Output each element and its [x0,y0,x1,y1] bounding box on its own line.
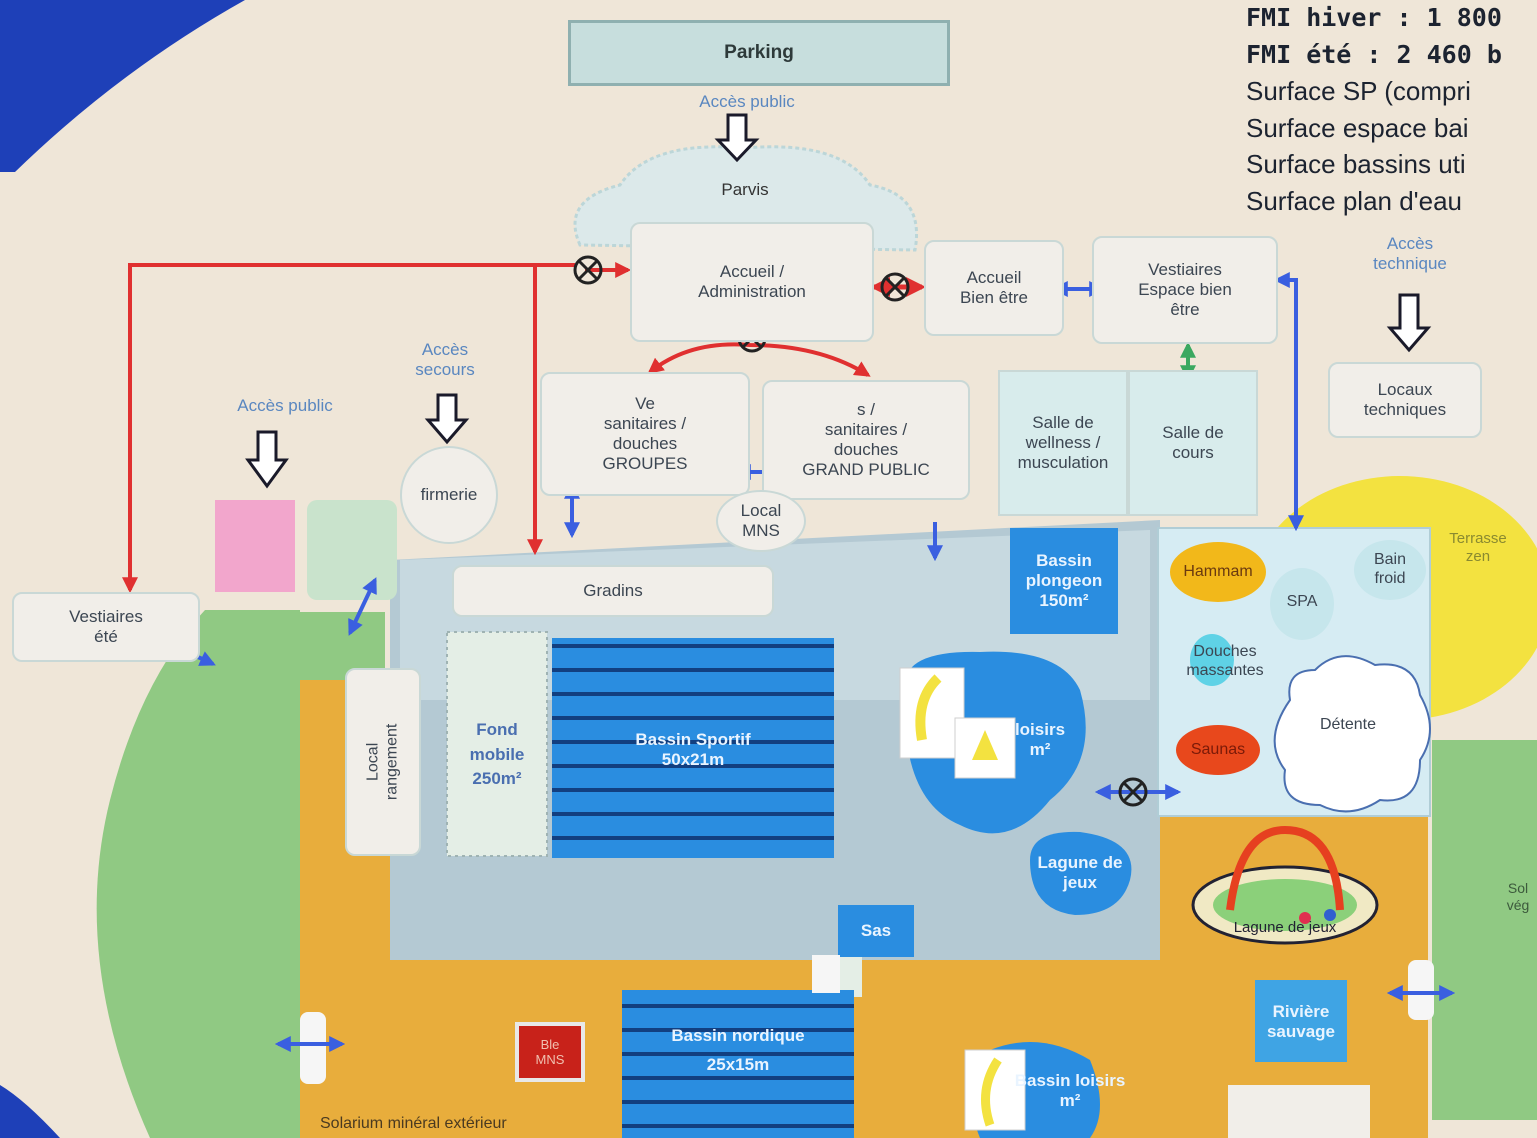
slide-icon-ext [964,1049,1026,1131]
infirmerie: firmerie [400,446,498,544]
vestiaires-espace-bien-etre: Vestiaires Espace bien être [1092,236,1278,344]
fond-mobile-label: Fond mobile 250m² [469,720,525,789]
lawn-area [96,610,301,1138]
acces-public-left: Accès public [237,396,333,415]
fond-mobile-zone [446,631,548,857]
sas-shape [838,905,914,957]
saunas-label: Saunas [1190,740,1246,758]
gradins: Gradins [452,565,774,617]
spa-shape [1270,568,1334,640]
vestiaires-ete: Vestiaires été [12,592,200,662]
solarium-label: Solarium minéral extérieur [320,1115,507,1132]
parking-box: Parking [568,20,950,86]
detente-cloud [1273,655,1431,813]
bassin-nordique [622,990,854,1138]
accueil-administration: Accueil / Administration [630,222,874,342]
lawn-right [1432,740,1537,1120]
acces-secours: Accès secours [415,340,475,380]
local-mns: Local MNS [716,490,806,552]
surface-espace: Surface espace bai [1246,112,1469,143]
bassin-loisirs-label: loisirs m² [1014,719,1066,759]
spa-label: SPA [1286,592,1318,610]
bassin-plongeon-label: Bassin plongeon 150m² [1025,550,1103,611]
vestiaires-grand-public: s / sanitaires / douches GRAND PUBLIC [762,380,970,500]
lagune-eaux-label: Lagune de jeux [1233,919,1337,937]
sas-label: Sas [860,920,892,940]
douches-massantes-label: Douches massantes [1186,643,1264,679]
slide-icon [899,667,1016,779]
acces-technique: Accès technique [1373,234,1447,274]
local-rangement: Local rangement [345,668,421,856]
detente-label: Détente [1319,715,1377,733]
saunas-shape [1176,725,1260,775]
lagune-jeux-shape [1030,831,1132,915]
corner-decoration-top [0,0,245,172]
bassin-loisirs-ext-label: Bassin loisirs m² [1014,1070,1126,1110]
locaux-techniques: Locaux techniques [1328,362,1482,438]
bassin-plongeon [1010,528,1118,634]
access-arrow-icon [245,113,1432,489]
hammam-shape [1170,542,1266,602]
lagune-jeux-label: Lagune de jeux [1037,852,1123,892]
bassin-nordique-label: Bassin nordique 25x15m [671,1026,805,1074]
bassin-sportif-label: Bassin Sportif 50x21m [635,729,751,769]
pink-block [215,500,295,592]
fmi-hiver: FMI hiver : 1 800 [1246,3,1502,32]
salle-cours: Salle de cours [1128,370,1258,516]
hammam-label: Hammam [1183,562,1253,580]
rainbow-icon [1226,825,1344,911]
info-panel: FMI hiver : 1 800 FMI été : 2 460 b Surf… [1246,0,1537,219]
sol-veg-label: Sol vég [1506,880,1530,913]
parvis-label: Parvis [721,180,769,199]
red-flow-split [647,342,871,377]
surface-bassins: Surface bassins uti [1246,149,1466,179]
fmi-ete: FMI été : 2 460 b [1246,39,1502,69]
bassin-sportif [552,638,834,858]
bain-froid-label: Bain froid [1373,551,1407,587]
bloc-rouge: Ble MNS [515,1022,585,1082]
light-green-block [307,500,397,600]
douches-shape [1190,634,1234,686]
red-flow-main [122,263,575,594]
terrasse-zen-label: Terrasse zen [1449,530,1507,565]
surface-sp: Surface SP (compri [1246,76,1471,106]
salle-wellness: Salle de wellness / musculation [998,370,1128,516]
accueil-bien-etre: Accueil Bien être [924,240,1064,336]
riviere-sauvage-shape [1255,980,1347,1062]
vestiaires-groupes: Ve sanitaires / douches GROUPES [540,372,750,496]
corner-decoration-bottom [0,1085,60,1138]
acces-public-top: Accès public [699,92,795,111]
local-rangement-label: Local rangement [364,723,400,801]
surface-plan-eau: Surface plan d'eau [1246,185,1463,216]
bain-froid-shape [1354,540,1426,600]
riviere-sauvage-label: Rivière sauvage [1266,1001,1336,1041]
